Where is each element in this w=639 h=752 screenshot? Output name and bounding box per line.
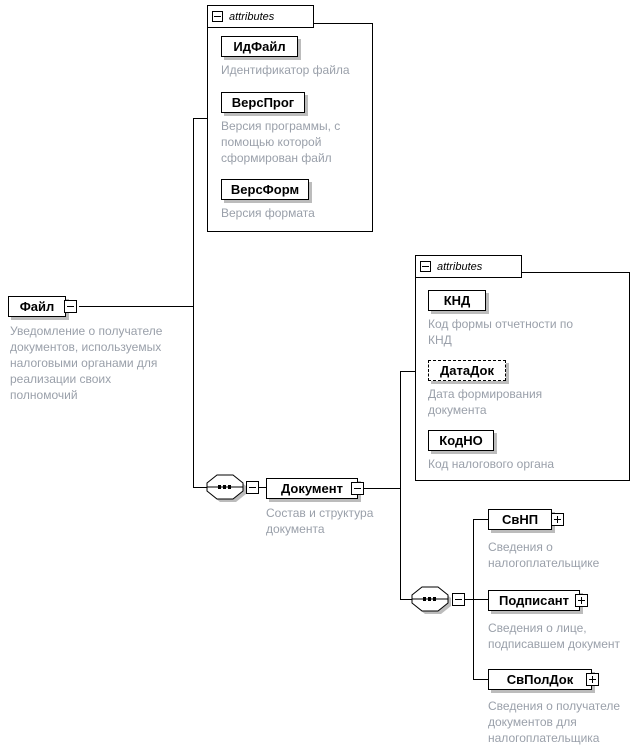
attribute-knd-label: КНД <box>443 293 471 308</box>
attribute-knd[interactable]: КНД <box>428 290 486 311</box>
collapse-toggle-icon[interactable] <box>351 482 364 495</box>
element-file[interactable]: Файл <box>8 296 66 317</box>
collapse-icon[interactable] <box>420 261 431 272</box>
attribute-versform[interactable]: ВерсФорм <box>221 179 309 200</box>
element-document[interactable]: Документ <box>266 478 358 499</box>
attribute-datadok-label: ДатаДок <box>440 363 494 378</box>
attribute-versprog[interactable]: ВерсПрог <box>221 92 305 113</box>
sequence-icon[interactable] <box>206 474 248 503</box>
attribute-idfile-label: ИдФайл <box>233 39 286 54</box>
attribute-datadok[interactable]: ДатаДок <box>428 360 506 381</box>
document-attributes-tab: attributes <box>415 255 522 278</box>
sequence-icon[interactable] <box>411 586 453 615</box>
attribute-versform-label: ВерсФорм <box>230 182 300 197</box>
element-document-annotation: Состав и структура документа <box>266 506 374 536</box>
collapse-icon[interactable] <box>212 11 223 22</box>
connector-line <box>400 371 401 600</box>
attribute-kodno[interactable]: КодНО <box>428 430 494 451</box>
file-attributes-tab: attributes <box>207 5 314 28</box>
connector-line <box>193 487 209 488</box>
connector-line <box>258 487 267 488</box>
connector-line <box>473 519 474 680</box>
element-svnp-annotation: Сведения о налогоплательщике <box>488 540 600 570</box>
element-file-annotation: Уведомление о получателе документов, исп… <box>10 324 163 402</box>
connector-line <box>400 371 416 372</box>
connector-line <box>465 599 489 600</box>
element-svnp-label: СвНП <box>501 512 539 527</box>
element-svnp[interactable]: СвНП <box>488 509 552 530</box>
element-podpisant[interactable]: Подписант <box>488 590 580 611</box>
element-podpisant-annotation: Сведения о лице, подписавшем документ <box>488 621 621 651</box>
attribute-knd-annotation: Код формы отчетности по КНД <box>428 317 574 347</box>
element-svpoldok-annotation: Сведения о получателе документов для нал… <box>488 699 621 745</box>
attribute-kodno-label: КодНО <box>439 433 483 448</box>
attribute-datadok-annotation: Дата формирования документа <box>428 387 543 417</box>
expand-toggle-icon[interactable] <box>575 594 588 607</box>
expand-toggle-icon[interactable] <box>551 513 564 526</box>
element-podpisant-label: Подписант <box>498 593 570 608</box>
element-svpoldok[interactable]: СвПолДок <box>488 669 592 690</box>
element-svpoldok-label: СвПолДок <box>506 672 574 687</box>
connector-line <box>473 679 489 680</box>
expand-toggle-icon[interactable] <box>586 673 599 686</box>
element-file-label: Файл <box>19 299 55 314</box>
collapse-toggle-icon[interactable] <box>452 593 465 606</box>
connector-line <box>473 519 489 520</box>
connector-line <box>360 488 400 489</box>
connector-line <box>193 118 208 119</box>
collapse-toggle-icon[interactable] <box>64 300 77 313</box>
connector-line <box>79 306 193 307</box>
connector-line <box>193 118 194 488</box>
attribute-kodno-annotation: Код налогового органа <box>428 457 555 471</box>
connector-line <box>400 599 414 600</box>
attribute-idfile[interactable]: ИдФайл <box>221 36 298 57</box>
attributes-tab-label: attributes <box>229 10 275 23</box>
element-document-label: Документ <box>281 481 343 496</box>
collapse-toggle-icon[interactable] <box>246 481 259 494</box>
attribute-versprog-label: ВерсПрог <box>231 95 295 110</box>
attribute-versform-annotation: Версия формата <box>221 206 315 220</box>
attributes-tab-label: attributes <box>437 260 483 273</box>
attribute-versprog-annotation: Версия программы, с помощью которой сфор… <box>221 119 341 165</box>
attribute-idfile-annotation: Идентификатор файла <box>221 63 350 77</box>
